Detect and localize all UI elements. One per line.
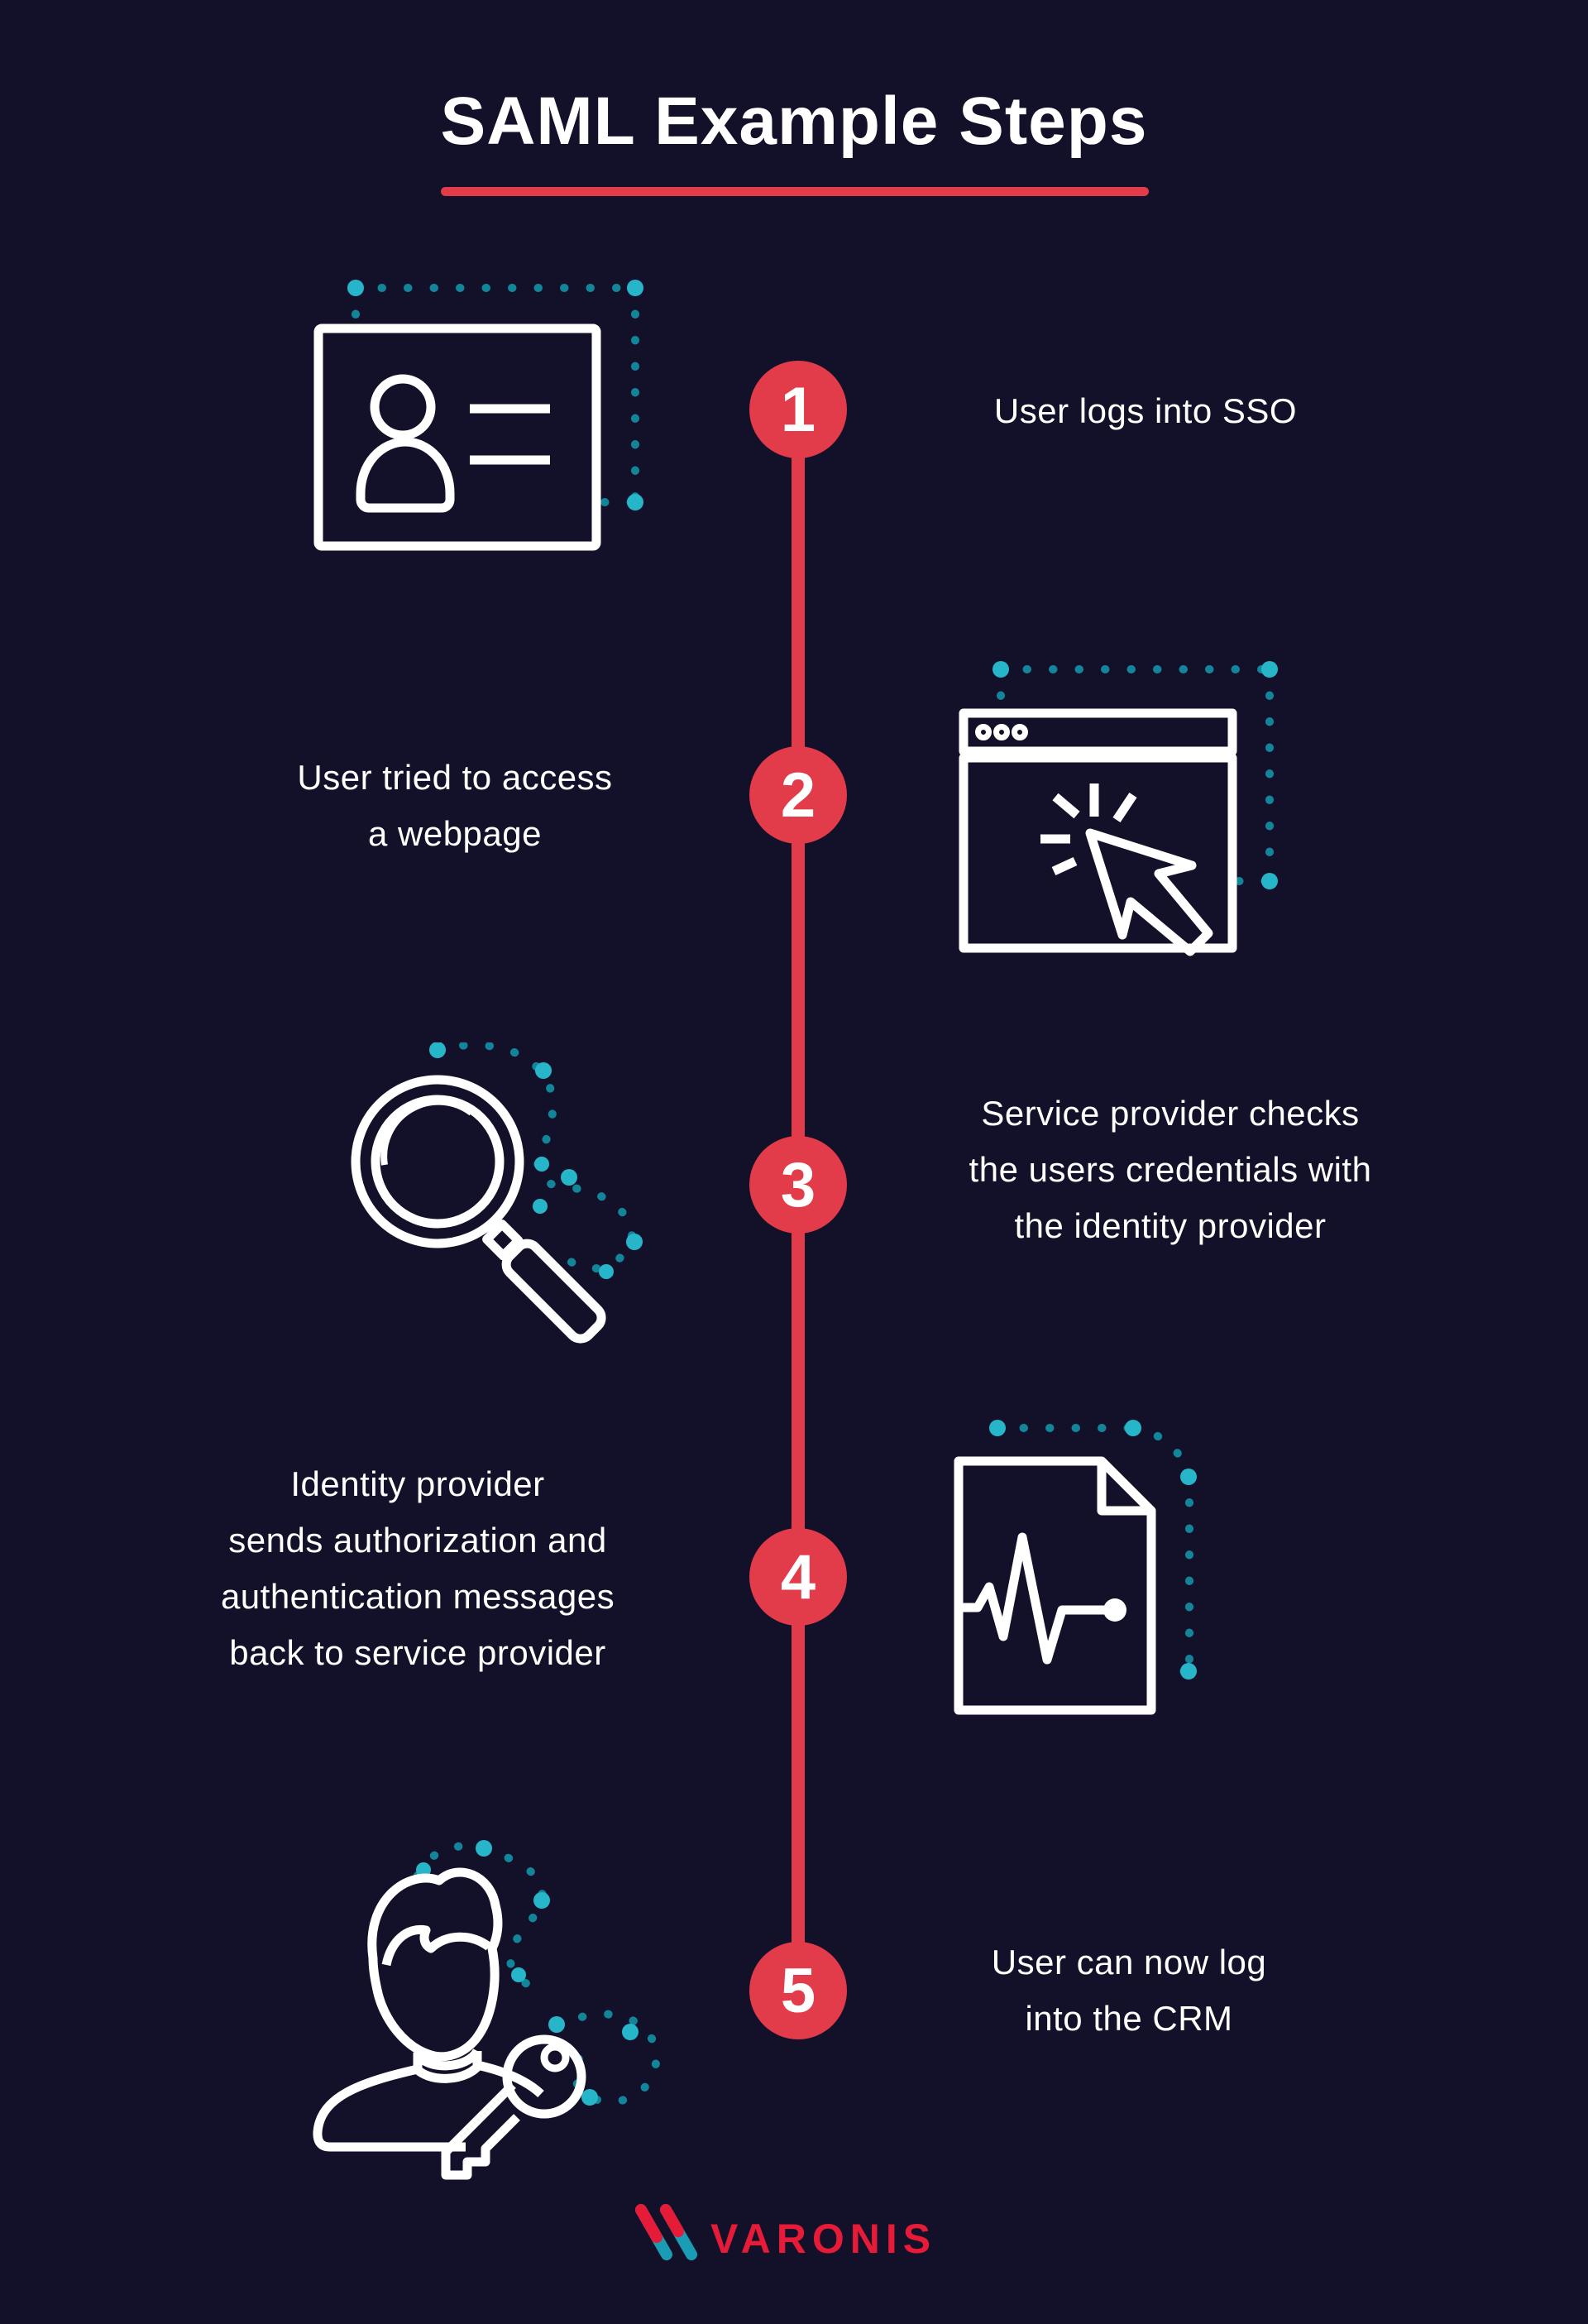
step-2-label: User tried to access a webpage — [297, 758, 613, 853]
title-underline — [441, 187, 1149, 196]
step-5-number: 5 — [749, 1942, 847, 2039]
step-4-number: 4 — [749, 1528, 847, 1626]
varonis-wordmark: VARONIS — [710, 2216, 937, 2262]
step-4-label: Identity provider sends authorization an… — [220, 1464, 615, 1672]
browser-click-icon — [959, 661, 1278, 956]
step-3-number: 3 — [749, 1136, 847, 1234]
step-3-label: Service provider checks the users creden… — [969, 1094, 1372, 1245]
magnifier-icon — [351, 1042, 643, 1344]
varonis-logo-icon — [635, 2204, 697, 2260]
user-key-icon — [313, 1840, 661, 2180]
step-1-label: User logs into SSO — [993, 391, 1298, 430]
step-2-number: 2 — [749, 746, 847, 844]
step-5-label: User can now log into the CRM — [991, 1943, 1267, 2038]
varonis-logo: VARONIS — [633, 2201, 936, 2262]
id-card-icon — [313, 280, 643, 551]
document-pulse-icon — [954, 1420, 1197, 1715]
page-title: SAML Example Steps — [440, 84, 1148, 159]
step-1-number: 1 — [749, 361, 847, 458]
